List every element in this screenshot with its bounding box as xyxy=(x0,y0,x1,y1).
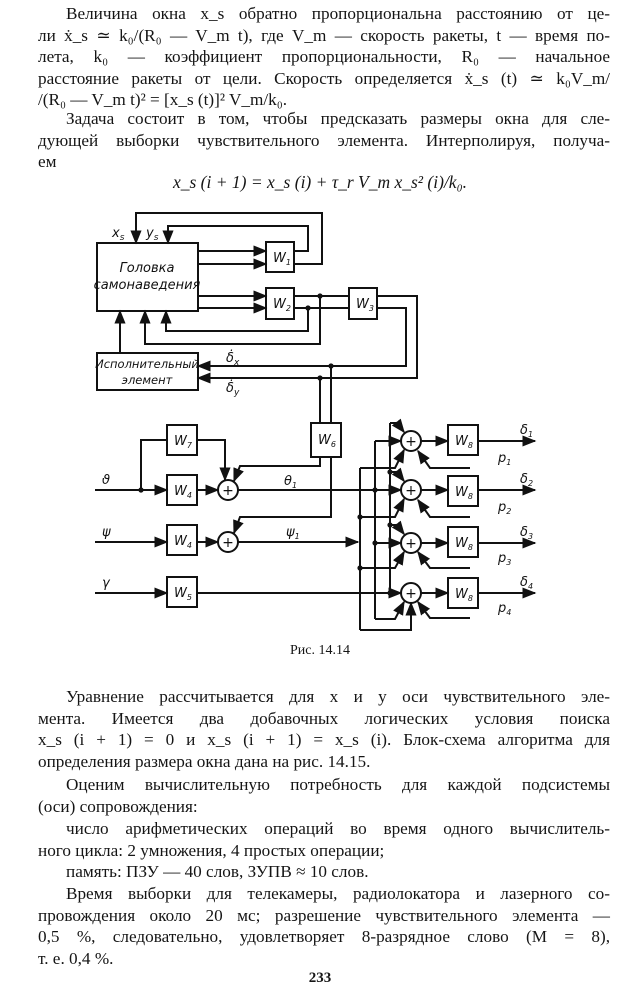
w4-label: W4 xyxy=(174,484,192,500)
psi1-label: ψ1 xyxy=(286,525,300,541)
text-line: /(R₀ — V_m t)² = [x_s (t)]² V_m/k₀. xyxy=(38,90,288,110)
output-delta-4: δ4 xyxy=(520,575,533,591)
paragraph-task: Задача состоит в том, чтобы предсказать … xyxy=(38,108,610,173)
paragraph-equation-axes: Уравнение рассчитывается для x и y оси ч… xyxy=(38,686,610,772)
actuator-label: элемент xyxy=(122,373,173,387)
label-ys: ys xyxy=(145,226,159,243)
homing-head-label: Головка xyxy=(120,261,175,276)
output-p-2: p2 xyxy=(497,500,511,516)
w1-block xyxy=(265,241,295,273)
text-line: Величина окна x_s обратно пропорциональн… xyxy=(66,4,610,23)
text-line: мента. Имеется два добавочных логических… xyxy=(38,708,610,728)
w6-block xyxy=(310,422,342,458)
interpolation-equation: x_s (i + 1) = x_s (i) + τ_r V_m x_s² (i)… xyxy=(172,172,468,192)
w1-label: W1 xyxy=(273,251,291,267)
text-line: Оценим вычислительную потребность для ка… xyxy=(66,775,610,794)
label-delta-y: δ̇y xyxy=(226,380,240,398)
figure-caption: Рис. 14.14 xyxy=(290,643,350,658)
sum-sign: + xyxy=(222,535,234,551)
w3-block xyxy=(348,287,378,320)
text-line: ного цикла: 2 умножения, 4 простых опера… xyxy=(38,840,385,860)
sum-sign: + xyxy=(405,434,417,450)
text-line: ли ẋ_s ≃ k₀/(R₀ — V_m t), где V_m — скор… xyxy=(38,25,610,45)
theta1-label: θ1 xyxy=(284,474,297,490)
sum-sign: + xyxy=(405,536,417,552)
text-line: ем xyxy=(38,152,57,172)
w5-label: W5 xyxy=(174,586,192,602)
output-delta-2: δ2 xyxy=(520,472,533,488)
homing-head-block xyxy=(96,242,199,312)
text-line: Уравнение рассчитывается для x и y оси ч… xyxy=(66,687,610,706)
sum-sign: + xyxy=(405,483,417,499)
text-line: дующей выборки чувствительного элемента.… xyxy=(38,130,610,150)
w8-label: W8 xyxy=(455,485,473,501)
w2-label: W2 xyxy=(273,297,291,313)
paragraph-computational-need: Оценим вычислительную потребность для ка… xyxy=(38,774,610,817)
input-theta-label: ϑ xyxy=(102,473,110,488)
output-p-4: p4 xyxy=(497,601,511,617)
label-xs: xs xyxy=(111,226,125,243)
text-line: 0,5 %, следовательно, удовлетворяет 8-ра… xyxy=(38,927,610,947)
text-line: Время выборки для телекамеры, радиолокат… xyxy=(66,884,610,903)
text-line: (оси) сопровождения: xyxy=(38,796,198,816)
text-line: память: ПЗУ — 40 слов, ЗУПВ ≈ 10 слов. xyxy=(66,862,369,881)
output-p-1: p1 xyxy=(497,451,511,467)
actuator-label: Исполнительный xyxy=(95,357,199,371)
w4-label: W4 xyxy=(174,534,192,550)
homing-head-label: самонаведения xyxy=(94,278,201,293)
w8-label: W8 xyxy=(455,536,473,552)
text-line: x_s (i + 1) = 0 и x_s (i + 1) = x_s (i).… xyxy=(38,730,610,750)
input-psi-label: ψ xyxy=(102,525,111,540)
paragraph-memory: память: ПЗУ — 40 слов, ЗУПВ ≈ 10 слов. xyxy=(38,861,610,883)
output-p-3: p3 xyxy=(497,551,511,567)
page-number: 233 xyxy=(308,970,332,986)
sum-sign: + xyxy=(405,586,417,602)
paragraph-window-size: Величина окна x_s обратно пропорциональн… xyxy=(38,3,610,111)
text-line: определения размера окна дана на рис. 14… xyxy=(38,751,371,771)
text-line: число арифметических операций во время о… xyxy=(66,819,610,838)
output-delta-1: δ1 xyxy=(520,423,533,439)
text-line: т. е. 0,4 %. xyxy=(38,948,114,968)
w8-label: W8 xyxy=(455,434,473,450)
w6-label: W6 xyxy=(318,433,336,449)
input-gamma-label: γ xyxy=(102,576,111,591)
text-line: лета, k₀ — коэффициент пропорциональност… xyxy=(38,47,610,67)
text-line: расстояние ракеты от цели. Скорость опре… xyxy=(38,68,610,88)
paragraph-sampling-time: Время выборки для телекамеры, радиолокат… xyxy=(38,883,610,969)
output-delta-3: δ3 xyxy=(520,525,533,541)
label-delta-x: δ̇x xyxy=(226,350,240,368)
text-line: Задача состоит в том, чтобы предсказать … xyxy=(66,109,610,128)
sum-sign: + xyxy=(222,483,234,499)
text-line: провождения около 20 мс; разрешение чувс… xyxy=(38,905,610,925)
w8-label: W8 xyxy=(455,587,473,603)
w3-label: W3 xyxy=(356,297,374,313)
w7-label: W7 xyxy=(174,434,193,450)
paragraph-arithmetic-ops: число арифметических операций во время о… xyxy=(38,818,610,861)
block-diagram-figure: xs ys Головка самонаведения Исполнительн… xyxy=(94,212,537,631)
